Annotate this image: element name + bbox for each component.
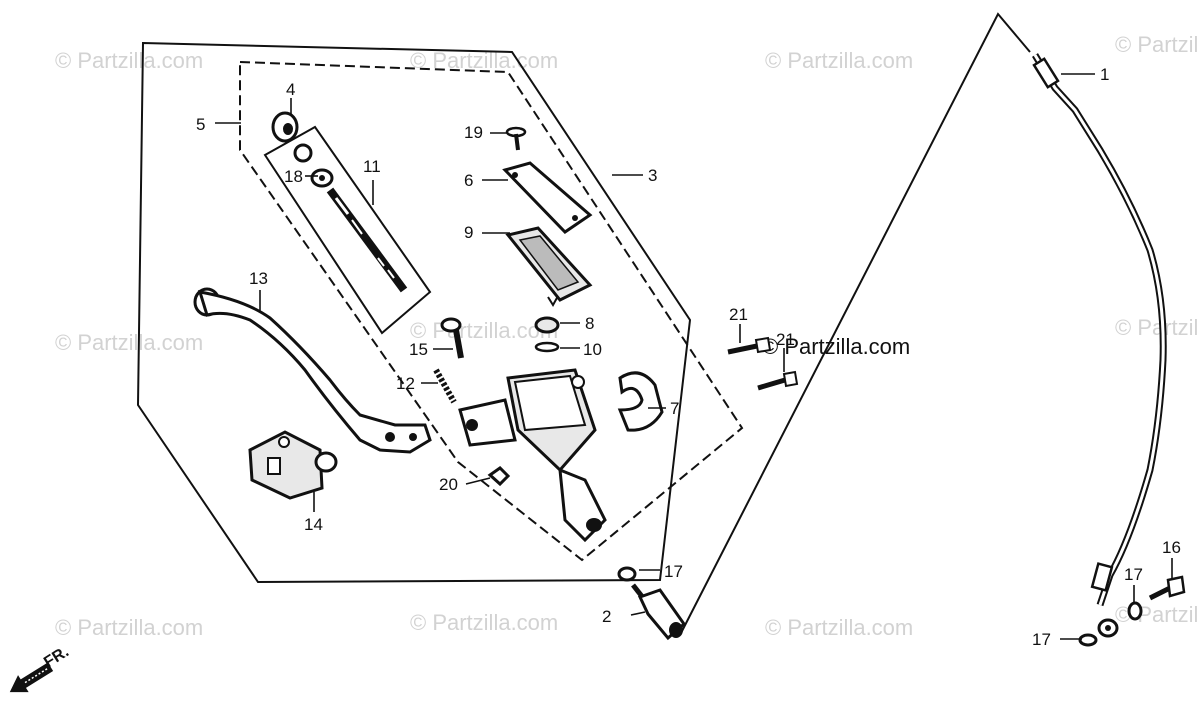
circlip-part xyxy=(293,143,334,188)
callout-17: 17 xyxy=(1124,565,1143,584)
callout-17: 17 xyxy=(1032,630,1051,649)
callout-15: 15 xyxy=(409,340,428,359)
callout-6: 6 xyxy=(464,171,473,190)
watermark: © Partzilla.com xyxy=(410,318,558,343)
callout-17: 17 xyxy=(664,562,683,581)
brake-lever-part xyxy=(193,287,432,454)
watermark: © Partzilla.com xyxy=(55,615,203,640)
callout-20: 20 xyxy=(439,475,458,494)
oil-bolt-part xyxy=(617,566,687,641)
hose-washer-part xyxy=(1078,601,1143,647)
callout-7: 7 xyxy=(670,399,679,418)
cap-screw-part xyxy=(505,126,527,151)
callout-21: 21 xyxy=(776,330,795,349)
piston-kit-outline xyxy=(263,125,432,335)
callout-12: 12 xyxy=(396,374,415,393)
brake-switch-part xyxy=(248,430,338,500)
watermark: © Partzilla.com xyxy=(1115,315,1200,340)
dust-boot-part xyxy=(271,111,299,143)
master-cylinder-body-part xyxy=(458,368,607,543)
brake-hose-part xyxy=(1032,53,1167,638)
reservoir-cap-part xyxy=(502,161,593,234)
callout-2: 2 xyxy=(602,607,611,626)
hose-bolt-part xyxy=(1148,575,1186,601)
front-direction-indicator: FR. xyxy=(9,643,72,693)
watermark-layer: © Partzilla.com © Partzilla.com © Partzi… xyxy=(55,32,1200,640)
piston-spring-part xyxy=(326,187,408,293)
holder-part xyxy=(617,371,664,432)
callout-10: 10 xyxy=(583,340,602,359)
callout-21: 21 xyxy=(729,305,748,324)
watermark-center: © Partzilla.com xyxy=(762,334,910,359)
callout-16: 16 xyxy=(1162,538,1181,557)
callout-9: 9 xyxy=(464,223,473,242)
callout-1: 1 xyxy=(1100,65,1109,84)
watermark: © Partzilla.com xyxy=(55,48,203,73)
outer-assembly-outline xyxy=(136,41,692,584)
watermark: © Partzilla.com xyxy=(410,610,558,635)
watermark: © Partzilla.com xyxy=(1115,32,1200,57)
callout-11: 11 xyxy=(363,157,381,176)
callout-3: 3 xyxy=(648,166,657,185)
diaphragm-part xyxy=(505,226,593,307)
arrow-down-left-icon xyxy=(9,662,54,693)
watermark: © Partzilla.com xyxy=(765,48,913,73)
master-cylinder-subassembly-outline xyxy=(239,60,744,562)
diaphragm-seal-part xyxy=(534,316,560,353)
callout-4: 4 xyxy=(286,80,295,99)
hose-assembly-outline xyxy=(679,12,1031,636)
callout-19: 19 xyxy=(464,123,483,142)
pivot-bolt-part xyxy=(440,317,464,359)
lock-nut-part xyxy=(487,466,511,487)
callout-8: 8 xyxy=(585,314,594,333)
callout-labels: 1 2 3 4 5 6 7 8 9 10 11 12 13 14 15 16 1… xyxy=(196,65,1181,649)
callout-13: 13 xyxy=(249,269,268,288)
watermark: © Partzilla.com xyxy=(765,615,913,640)
callout-18: 18 xyxy=(284,167,303,186)
watermark: © Partzilla.com xyxy=(1115,602,1200,627)
leader-lines xyxy=(215,73,1173,640)
watermark: © Partzilla.com xyxy=(55,330,203,355)
callout-14: 14 xyxy=(304,515,323,534)
callout-5: 5 xyxy=(196,115,205,134)
adjust-screw-part xyxy=(433,368,457,404)
mounting-bolt-part xyxy=(727,336,799,391)
